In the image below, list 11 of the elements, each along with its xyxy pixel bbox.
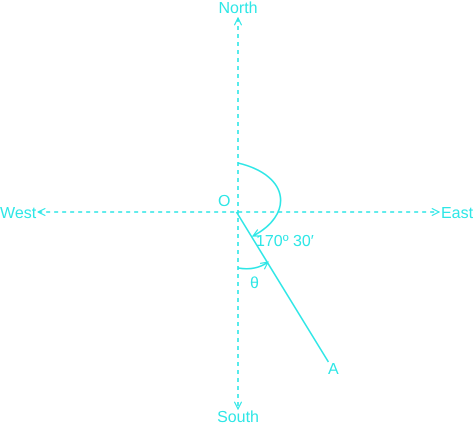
point-label: A — [328, 362, 339, 378]
axis-arrow — [234, 17, 242, 410]
axis-arrow — [38, 208, 440, 216]
angle-label: θ — [250, 276, 259, 292]
direction-label: West — [0, 206, 36, 222]
direction-label: North — [218, 1, 258, 17]
direction-label: East — [441, 206, 474, 222]
line-segment — [236, 212, 330, 362]
point-label: O — [218, 194, 236, 212]
angle-label: 170º 30′ — [256, 234, 314, 250]
direction-label: South — [217, 410, 259, 425]
